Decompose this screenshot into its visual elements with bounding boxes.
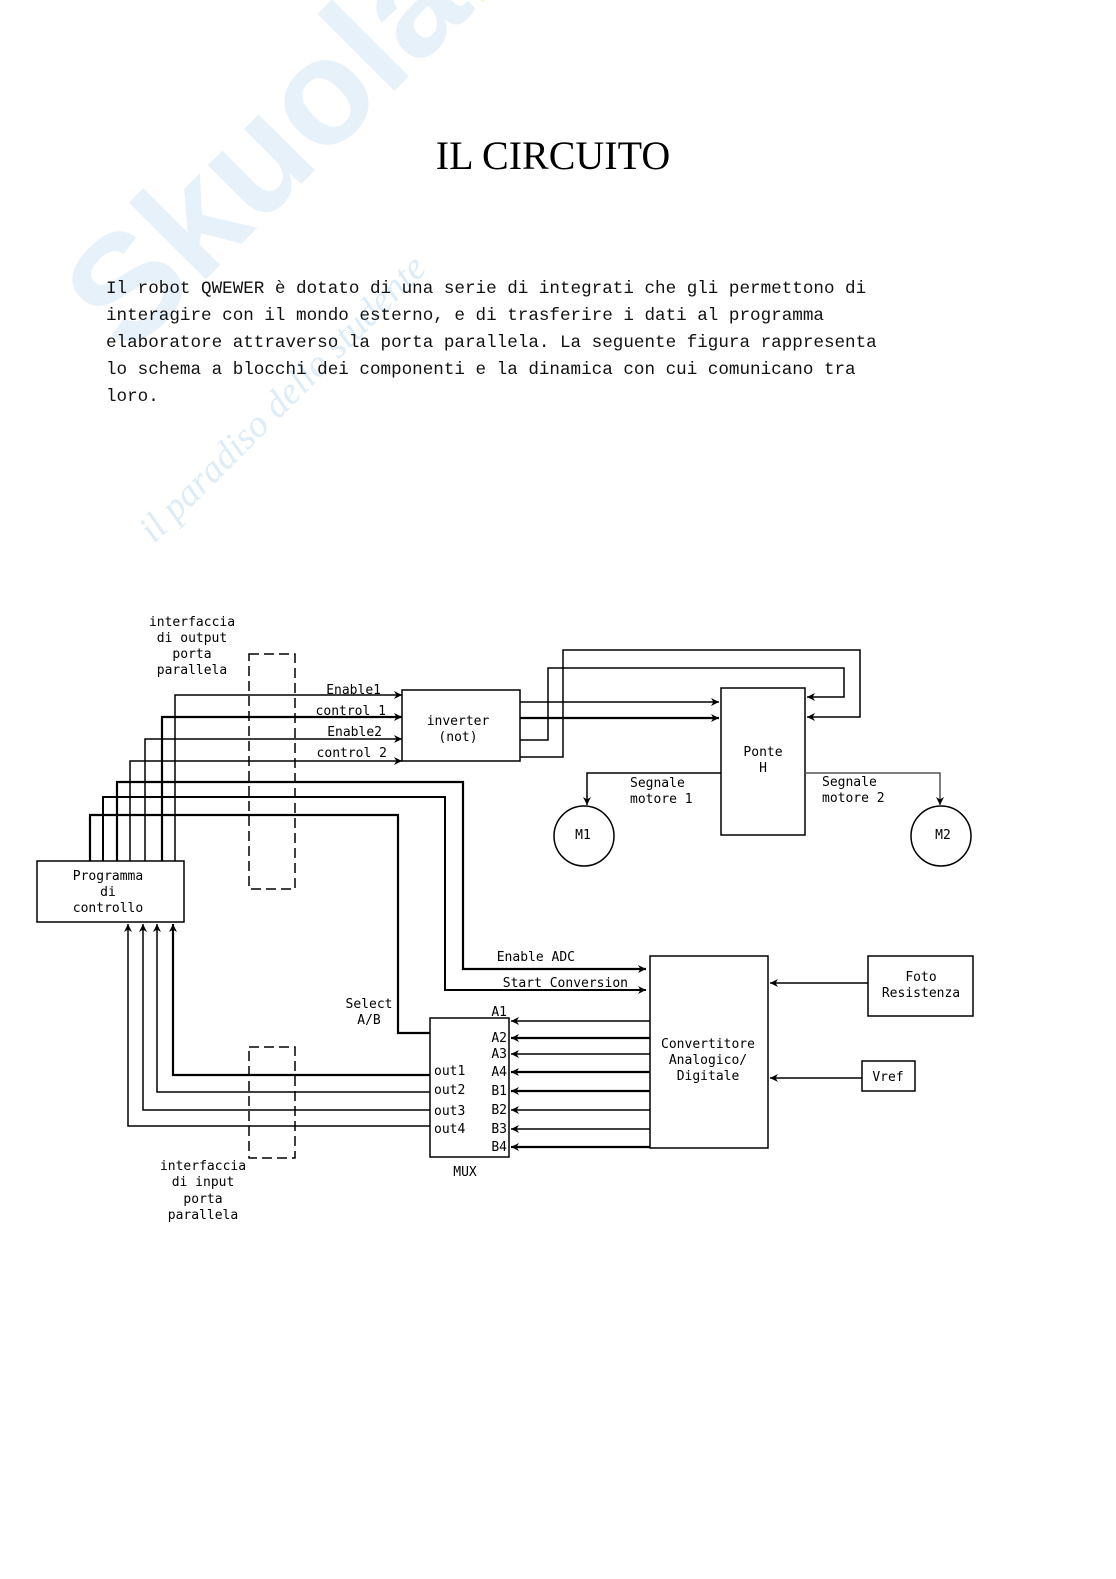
paragraph-line: loro.	[106, 387, 159, 407]
vref-label: Vref	[872, 1070, 903, 1085]
mux-input-a1: A1	[491, 1005, 507, 1020]
signal-enable2-label: Enable2	[327, 725, 382, 740]
output-interface-label: di output	[157, 631, 227, 646]
wire-out4	[124, 924, 430, 1127]
wire-start-conversion	[102, 796, 646, 994]
photoresistor-label: Foto	[905, 970, 936, 985]
adc-label: Convertitore	[661, 1037, 755, 1052]
wire-inv-out4	[520, 649, 861, 758]
enable-adc-label: Enable ADC	[497, 950, 575, 965]
mux-input-b2: B2	[491, 1103, 507, 1118]
mux-output-out3: out3	[434, 1104, 465, 1119]
mux-input-a4: A4	[491, 1065, 507, 1080]
output-interface-label: interfaccia	[149, 615, 235, 630]
wire-select	[88, 813, 430, 1035]
hbridge-label: H	[759, 761, 767, 776]
mux-output-out1: out1	[434, 1064, 465, 1079]
control-program-label: controllo	[73, 901, 143, 916]
control-program-label: Programma	[73, 869, 143, 884]
hbridge-label: Ponte	[743, 745, 782, 760]
wire-motor1	[583, 772, 721, 805]
adc-label: Digitale	[677, 1069, 740, 1084]
output-interface-label: porta	[172, 647, 211, 662]
wire-enable2	[144, 735, 402, 861]
inverter-label: (not)	[438, 730, 477, 745]
mux-input-a3: A3	[491, 1047, 507, 1062]
mux-input-a2: A2	[491, 1031, 507, 1046]
input-interface-box	[248, 1046, 296, 1159]
motor-m2-label: M2	[935, 828, 951, 843]
motor-m1-label: M1	[575, 828, 591, 843]
output-interface-label: parallela	[157, 663, 227, 678]
inverter-box	[401, 689, 521, 762]
wire-motor2	[805, 772, 944, 805]
motor-signal-1-label: motore 1	[630, 792, 693, 807]
motor-m2	[910, 805, 972, 867]
inverter-label: inverter	[427, 714, 490, 729]
motor-signal-1-label: Segnale	[630, 776, 685, 791]
control-program-box	[36, 860, 185, 923]
wire-enable1	[174, 691, 402, 861]
motor-m1	[553, 805, 615, 867]
mux-output-out4: out4	[434, 1122, 465, 1137]
wire-inv-out3	[520, 667, 845, 741]
start-conversion-label: Start Conversion	[503, 976, 628, 991]
adc-box	[649, 955, 769, 1149]
paragraph-line: lo schema a blocchi dei componenti e la …	[106, 360, 856, 380]
motor-signal-2-label: Segnale	[822, 775, 877, 790]
input-interface-label: di input	[172, 1175, 235, 1190]
wire-control1	[160, 713, 402, 861]
paragraph-line: Il robot QWEWER è dotato di una serie di…	[106, 279, 867, 299]
intro-paragraph: Il robot QWEWER è dotato di una serie di…	[106, 276, 1026, 411]
mux-label: MUX	[453, 1165, 477, 1180]
page-title: IL CIRCUITO	[435, 133, 671, 178]
input-interface-label: porta	[183, 1192, 222, 1207]
signal-enable1-label: Enable1	[326, 683, 381, 698]
wire-control2	[129, 757, 402, 861]
paragraph-line: elaboratore attraverso la porta parallel…	[106, 333, 877, 353]
input-interface-label: interfaccia	[160, 1159, 246, 1174]
hbridge-box	[720, 687, 806, 836]
input-interface-label: parallela	[168, 1208, 238, 1223]
mux-input-b4: B4	[491, 1140, 507, 1155]
adc-label: Analogico/	[669, 1053, 747, 1068]
wire-out3	[139, 924, 430, 1111]
mux-input-b1: B1	[491, 1084, 507, 1099]
vref-box	[861, 1060, 916, 1092]
motor-signal-2-label: motore 2	[822, 791, 885, 806]
signal-control2-label: control 2	[317, 746, 387, 761]
wire-out1	[169, 924, 430, 1077]
output-interface-box	[248, 653, 296, 890]
mux-output-out2: out2	[434, 1083, 465, 1098]
signal-control1-label: control 1	[316, 704, 386, 719]
mux-box	[429, 1017, 510, 1158]
photoresistor-label: Resistenza	[882, 986, 960, 1001]
select-label: Select	[346, 997, 393, 1012]
select-label: A/B	[357, 1013, 381, 1028]
photoresistor-box	[867, 955, 974, 1017]
wire-enable-adc	[115, 780, 646, 973]
mux-input-b3: B3	[491, 1122, 507, 1137]
wire-out2	[153, 924, 430, 1093]
control-program-label: di	[100, 885, 116, 900]
paragraph-line: interagire con il mondo esterno, e di tr…	[106, 306, 824, 326]
